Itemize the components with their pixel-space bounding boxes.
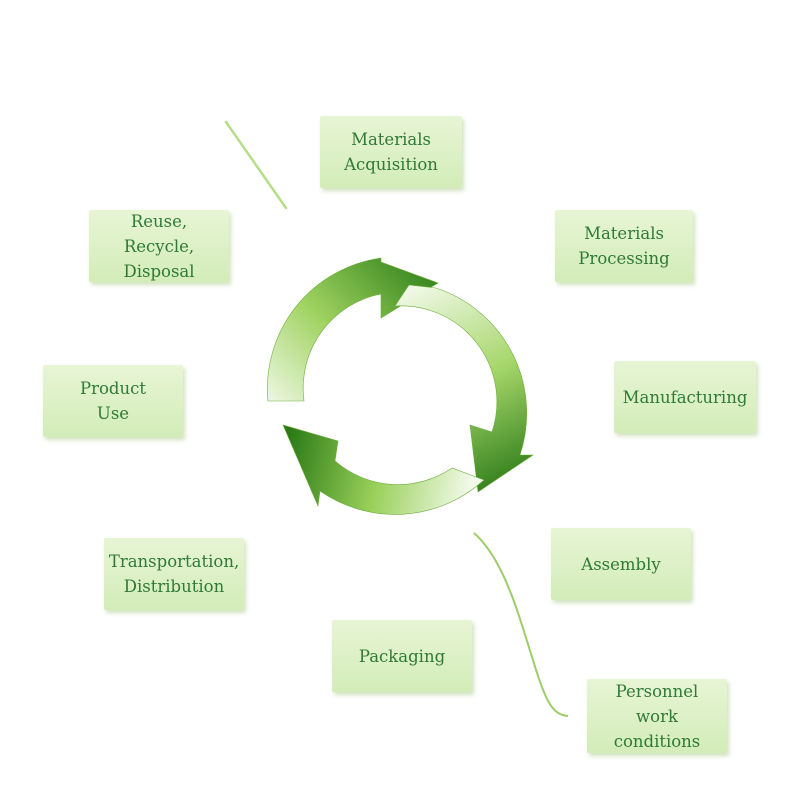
personnel-work-conditions-box: Personnel work conditions — [587, 679, 727, 753]
cycle-arrow-top — [267, 257, 439, 402]
stage-label: Materials Acquisition — [344, 130, 438, 174]
stage-manufacturing: Manufacturing — [614, 361, 756, 433]
stage-label: Materials Processing — [578, 224, 670, 268]
stage-packaging: Packaging — [332, 620, 472, 692]
cycle-arrow-right — [394, 284, 534, 493]
stage-transportation-distribution: Transportation, Distribution — [104, 538, 244, 610]
stage-materials-acquisition: Materials Acquisition — [320, 116, 462, 188]
stage-label: Reuse, Recycle, Disposal — [123, 211, 195, 281]
stage-materials-processing: Materials Processing — [555, 210, 693, 282]
stage-label: Packaging — [358, 646, 446, 666]
stage-label: Transportation, Distribution — [108, 552, 240, 596]
stage-reuse-recycle-disposal: Reuse, Recycle, Disposal — [89, 210, 229, 282]
cycle-arrow-bottom — [282, 424, 485, 515]
stage-label: Manufacturing — [622, 387, 748, 407]
stage-label: Assembly — [581, 554, 661, 574]
connector-line-top — [224, 120, 288, 210]
stage-label: Product Use — [80, 379, 146, 423]
stage-assembly: Assembly — [551, 528, 691, 600]
connector-line-personnel — [473, 532, 569, 717]
personnel-label: Personnel work conditions — [613, 681, 701, 751]
stage-product-use: Product Use — [43, 365, 183, 437]
